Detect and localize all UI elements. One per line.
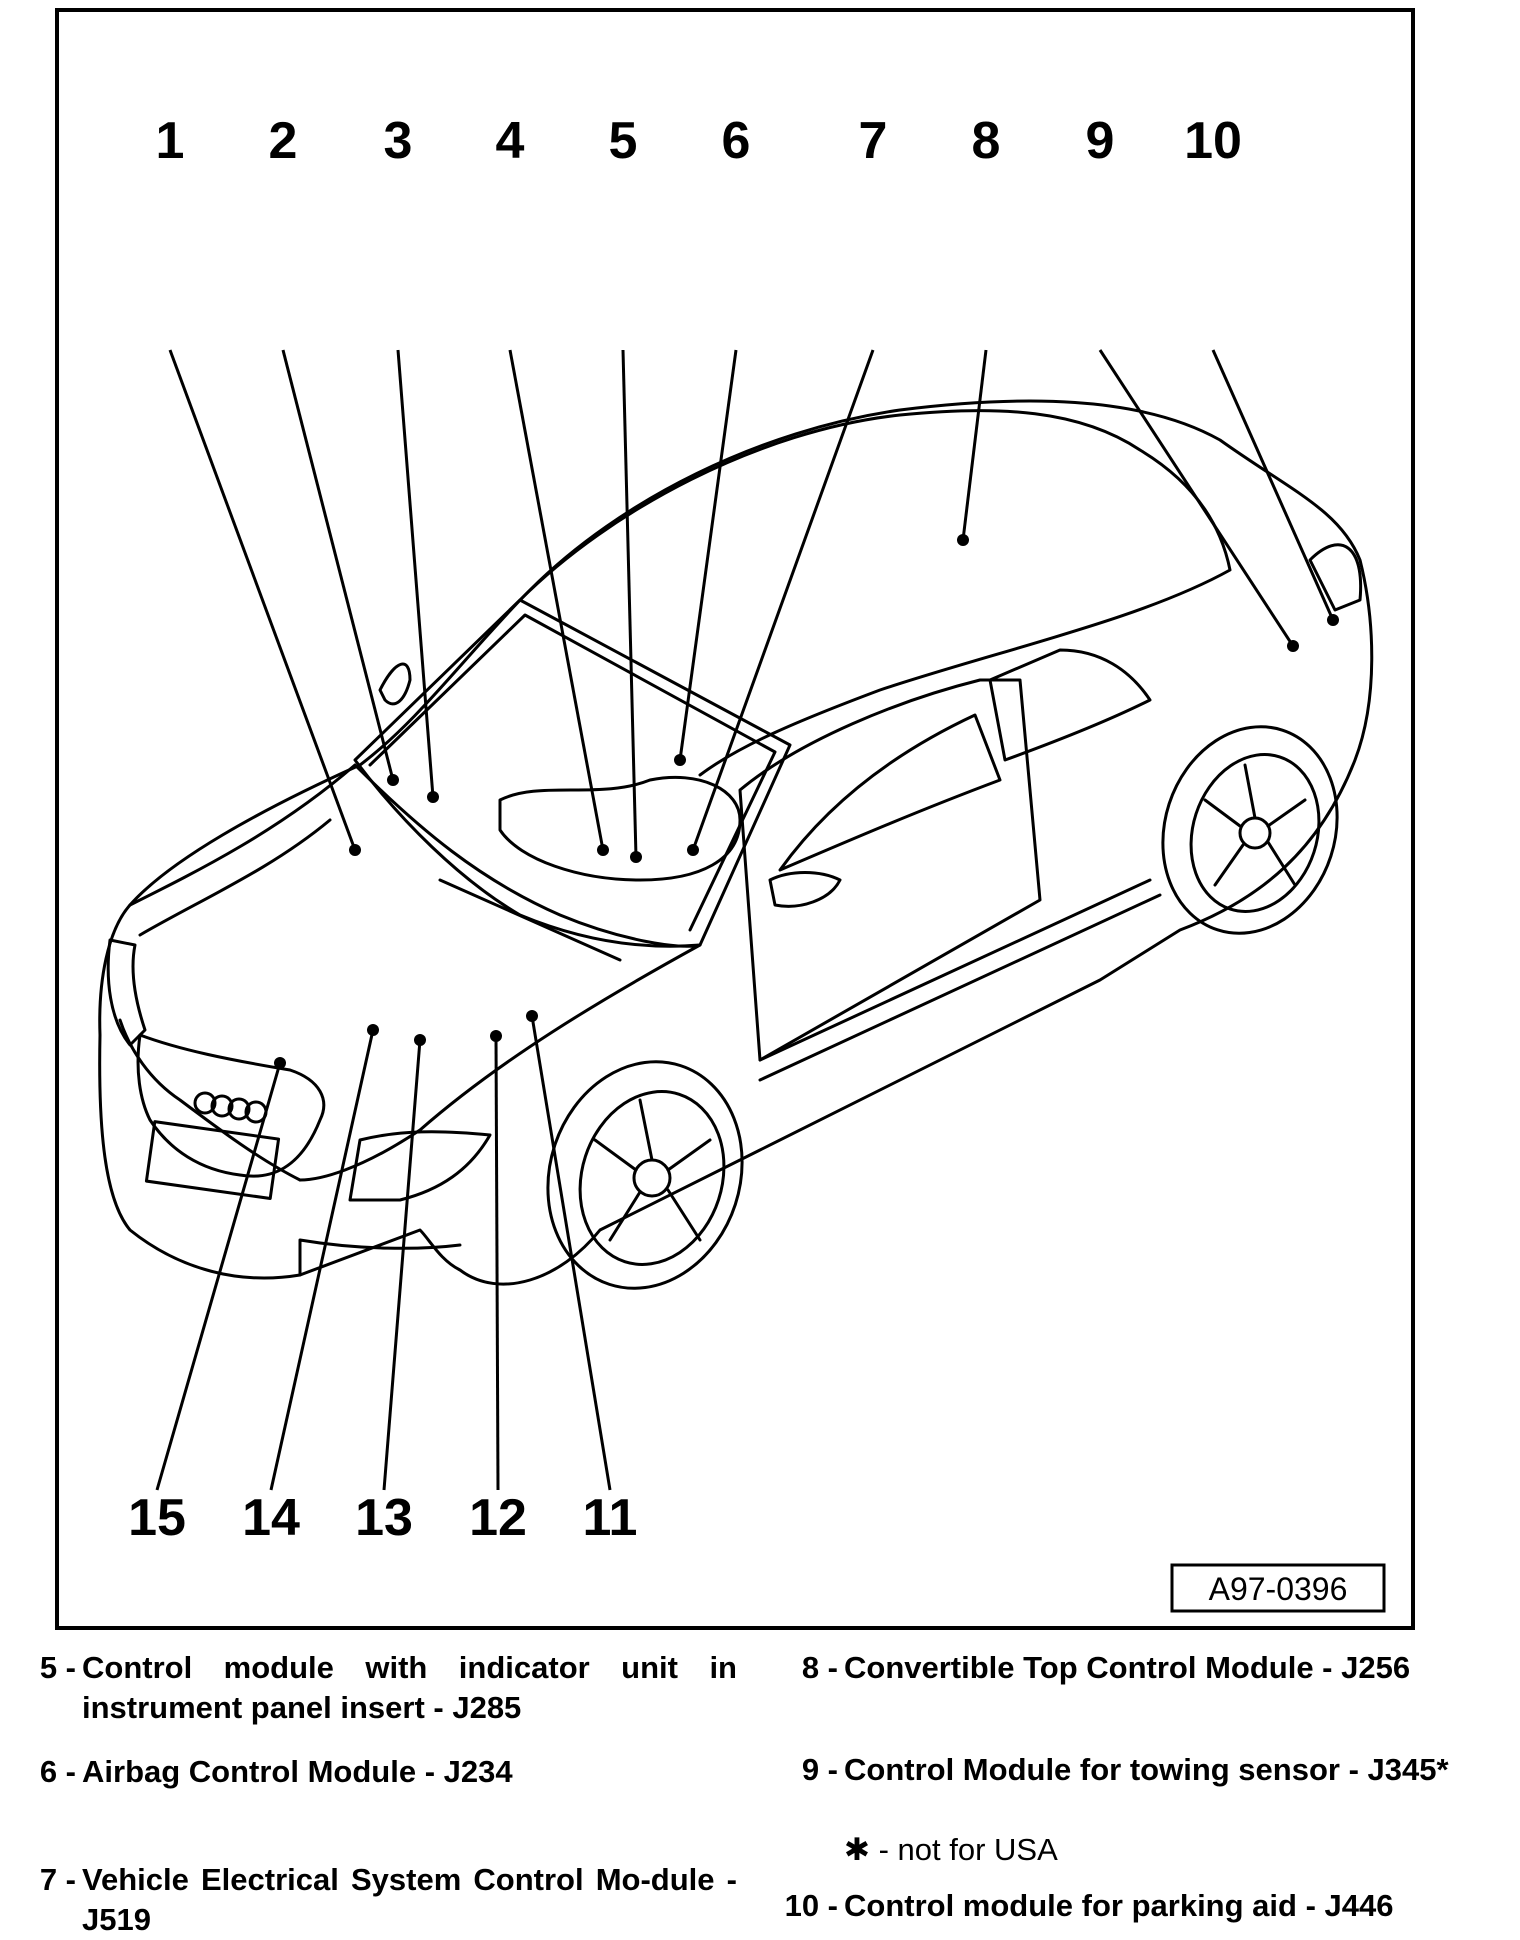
legend-item-10: 10 - Control module for parking aid - J4… bbox=[770, 1886, 1510, 1926]
legend-item-7: 7 - Vehicle Electrical System Control Mo… bbox=[20, 1860, 740, 1937]
legend-footnote: ✱ - not for USA bbox=[844, 1832, 1058, 1867]
callout-1: 1 bbox=[156, 112, 185, 170]
legend-text: Vehicle Electrical System Control Mo-dul… bbox=[82, 1862, 737, 1937]
diagram-frame bbox=[55, 8, 1415, 1630]
callout-6: 6 bbox=[722, 112, 751, 170]
reference-code: A97-0396 bbox=[1209, 1571, 1348, 1607]
callout-9: 9 bbox=[1086, 112, 1115, 170]
car-illustration bbox=[98, 399, 1374, 1290]
leader-lines bbox=[155, 349, 1335, 1491]
callout-7: 7 bbox=[859, 112, 888, 170]
callout-12: 12 bbox=[469, 1489, 527, 1547]
legend-item-9: 9 - Control Module for towing sensor - J… bbox=[770, 1750, 1510, 1867]
callout-3: 3 bbox=[384, 112, 413, 170]
legend-text: Control module for parking aid - J446 bbox=[844, 1888, 1394, 1923]
legend-item-6: 6 - Airbag Control Module - J234 bbox=[20, 1752, 740, 1792]
legend-text: Airbag Control Module - J234 bbox=[82, 1754, 513, 1789]
legend-key: 7 - bbox=[39, 1862, 76, 1897]
legend-key: 9 - bbox=[801, 1752, 838, 1787]
callout-10: 10 bbox=[1184, 112, 1242, 170]
callout-14: 14 bbox=[242, 1489, 300, 1547]
reference-code-box bbox=[1170, 1563, 1386, 1613]
legend-key: 5 - bbox=[39, 1650, 76, 1685]
legend-key: 10 - bbox=[784, 1888, 838, 1923]
vehicle-diagram: 1 2 3 4 5 6 7 8 9 10 11 12 13 14 15 A97-… bbox=[55, 8, 1415, 1630]
legend-item-5: 5 - Control module with indicator unit i… bbox=[20, 1648, 740, 1725]
callout-2: 2 bbox=[269, 112, 298, 170]
legend-key: 8 - bbox=[801, 1650, 838, 1685]
callout-4: 4 bbox=[496, 112, 525, 170]
legend-text: Convertible Top Control Module - J256 bbox=[844, 1650, 1411, 1685]
legend-text: Control Module for towing sensor - J345* bbox=[844, 1752, 1449, 1787]
callout-11: 11 bbox=[583, 1489, 638, 1547]
callout-5: 5 bbox=[609, 112, 638, 170]
callout-13: 13 bbox=[355, 1489, 413, 1547]
legend-key: 6 - bbox=[39, 1754, 76, 1789]
legend-text: Control module with indicator unit in in… bbox=[82, 1650, 737, 1725]
callout-15: 15 bbox=[128, 1489, 186, 1547]
legend-item-8: 8 - Convertible Top Control Module - J25… bbox=[770, 1648, 1510, 1688]
callout-8: 8 bbox=[972, 112, 1001, 170]
callout-numbers: 1 2 3 4 5 6 7 8 9 10 11 12 13 14 15 bbox=[128, 112, 1242, 1547]
location-dots bbox=[274, 534, 1339, 1069]
